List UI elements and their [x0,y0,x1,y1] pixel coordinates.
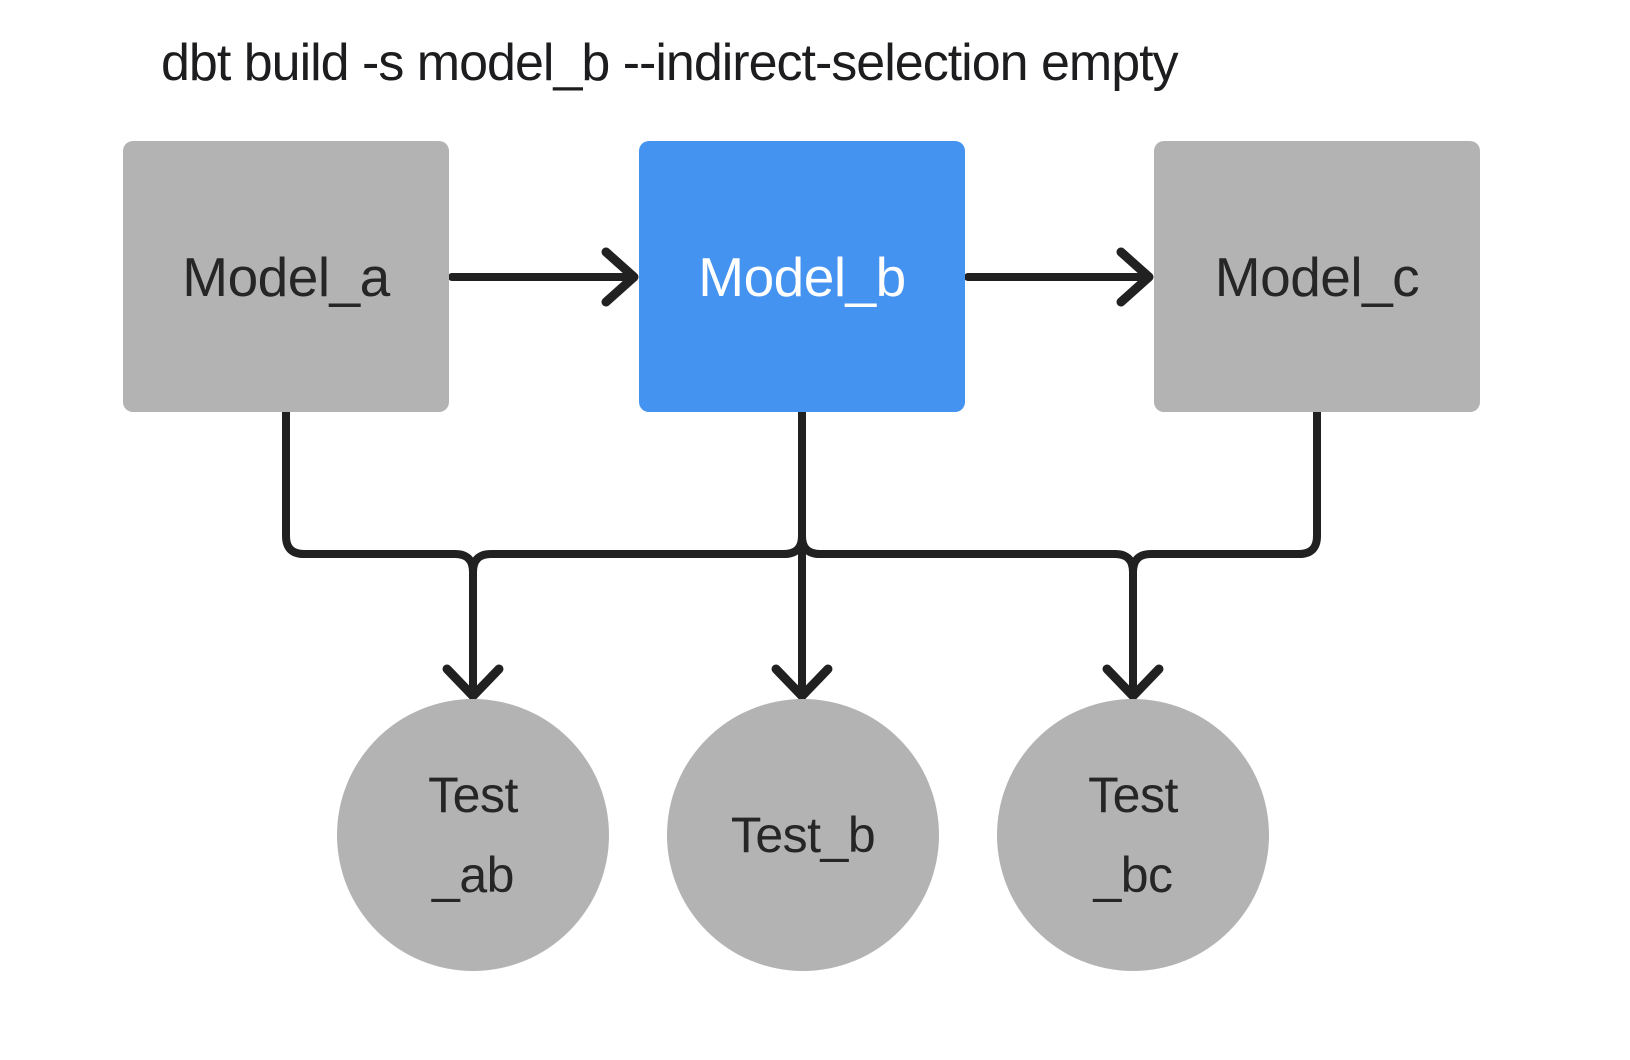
node-test-ab-label-line2: _ab [432,847,514,903]
arrowhead-test-ab-icon [442,664,504,701]
node-model-c-label: Model_c [1214,245,1420,308]
node-test-ab-label-line1: Test [428,767,518,823]
command-title: dbt build -s model_b --indirect-selectio… [161,34,1179,92]
node-test-bc: Test _bc [997,699,1269,971]
node-test-bc-label-line2: _bc [1093,847,1173,903]
node-model-b-selected: Model_b [639,141,965,412]
node-model-c: Model_c [1154,141,1480,412]
node-model-b-label: Model_b [698,245,906,308]
arrowhead-model-c-icon [1116,247,1154,307]
node-model-a: Model_a [123,141,449,412]
edge-model-b-test-ab [469,408,806,694]
node-test-ab: Test _ab [337,699,609,971]
arrowhead-model-b-icon [601,247,639,307]
node-test-bc-label-line1: Test [1088,767,1178,823]
edge-model-c-test-bc [1129,408,1321,694]
edge-model-b-test-bc [798,408,1137,694]
arrowhead-test-bc-icon [1102,664,1164,701]
arrowhead-test-b-icon [771,664,833,701]
node-test-b: Test_b [667,699,939,971]
node-test-b-label-line1: Test_b [730,807,876,863]
edge-model-a-test-ab [282,408,477,694]
node-model-a-label: Model_a [182,245,390,308]
